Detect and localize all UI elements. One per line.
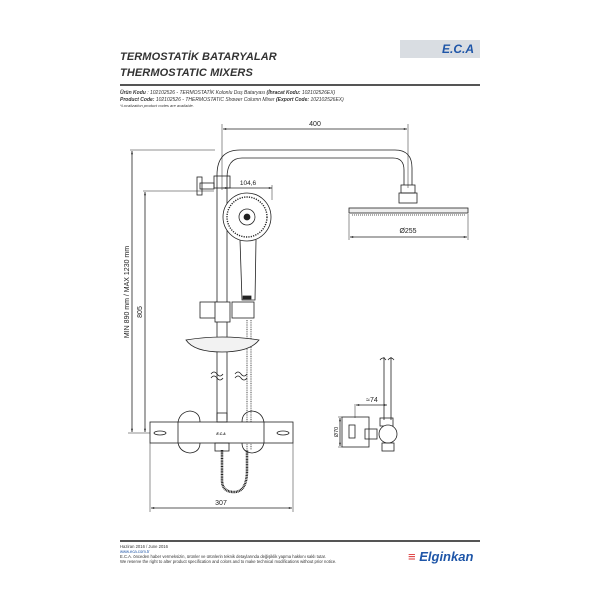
localization-note: *Localization product codes are availabl… <box>120 103 194 108</box>
product-code-en: Product Code: 102102526 - THERMOSTATIC S… <box>120 97 344 103</box>
dim-height: 805 <box>137 306 144 318</box>
footer-website[interactable]: www.eca.com.tr <box>120 549 150 554</box>
footer-disclaimer-en: We reserve the right to alter product sp… <box>120 559 337 564</box>
header-divider <box>120 84 480 86</box>
product-code-tr: Ürün Kodu : 102102526 - TERMOSTATİK Kolo… <box>120 90 336 96</box>
footer-divider <box>120 540 480 542</box>
dim-height-range: MIN 890 mm / MAX 1230 mm <box>124 246 131 338</box>
dim-handshower: 104,6 <box>240 180 257 187</box>
dim-arm-width: 400 <box>309 121 321 128</box>
mixer-badge: E.C.A <box>216 432 226 436</box>
eca-logo: E.C.A <box>400 40 480 58</box>
footer-disclaimer-tr: E.C.A. önceden haber vermeksizin, ürünle… <box>120 554 326 559</box>
title-en: THERMOSTATIC MIXERS <box>120 67 253 79</box>
title-tr: TERMOSTATİK BATARYALAR <box>120 51 277 63</box>
dim-projection: ≈74 <box>366 397 378 404</box>
footer-date: Haziran 2016 / June 2016 <box>120 544 168 549</box>
dim-mixer-width: 307 <box>215 500 227 507</box>
dim-body-diameter: Ø70 <box>334 427 340 437</box>
elginkan-mark-icon: ≡ <box>408 549 416 564</box>
dim-head-diameter: Ø255 <box>399 228 416 235</box>
elginkan-logo: ≡ Elginkan <box>408 549 474 564</box>
